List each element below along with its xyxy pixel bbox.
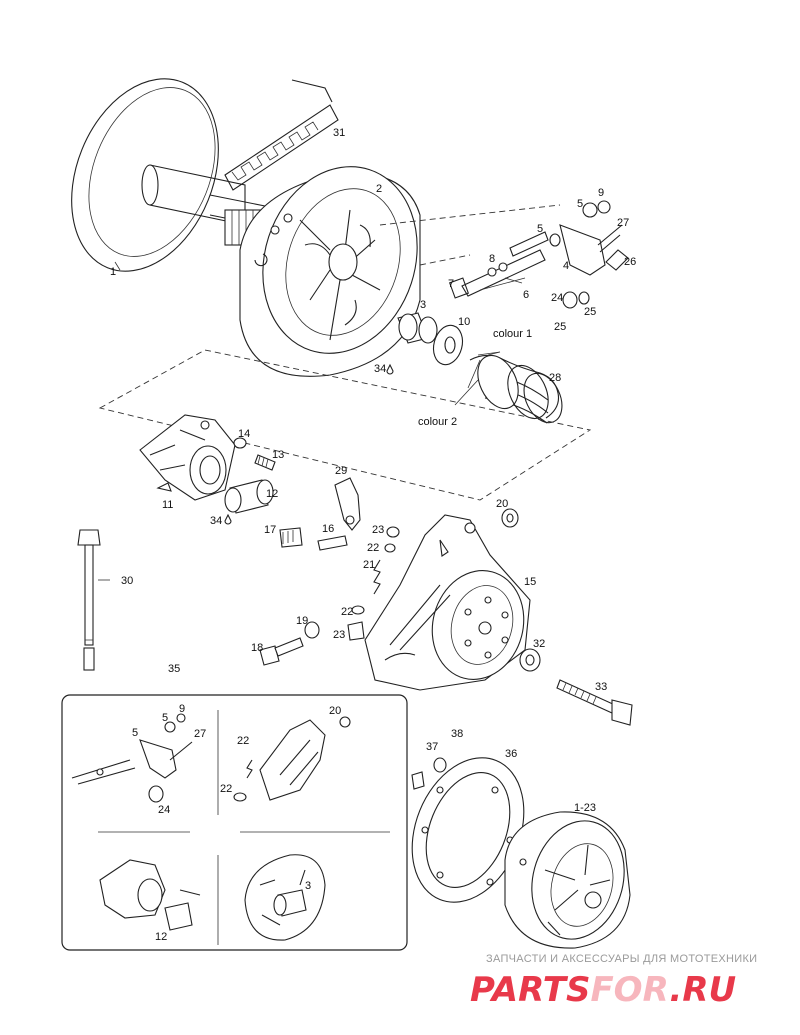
assembly-dash-top [379,204,561,266]
label-32: 32 [533,638,545,650]
inset-label-12: 12 [155,931,167,943]
inset-label-5-top: 5 [162,712,168,724]
label-37: 37 [426,741,438,753]
watermark-brand-ru: .RU [669,970,736,1010]
label-19: 19 [296,615,308,627]
inset-label-5-left: 5 [132,727,138,739]
label-1-23: 1-23 [574,802,596,814]
label-34-top: 34 [374,363,386,375]
assembly-dash-box [98,349,592,501]
label-12: 12 [266,488,278,500]
label-22-top: 22 [367,542,379,554]
lever-assembly [448,200,629,309]
part-3-bushing [397,312,438,344]
label-14: 14 [238,428,250,440]
label-30: 30 [121,575,133,587]
inset-lever [71,713,193,803]
inset-labels: 9 5 5 27 24 20 22 22 3 12 [132,703,341,943]
label-29: 29 [335,465,347,477]
part-18-19-bolt [259,621,320,666]
label-34-mid: 34 [210,515,222,527]
label-36: 36 [505,748,517,760]
part-20-washer [501,508,519,528]
label-33: 33 [595,681,607,693]
label-7: 7 [448,278,454,290]
label-38: 38 [451,728,463,740]
label-20: 20 [496,498,508,510]
label-16: 16 [322,523,334,535]
part-33-bolt [556,679,633,726]
label-2: 2 [376,183,382,195]
watermark-brand: PARTSFOR.RU [470,970,736,1010]
label-5-left: 5 [537,223,543,235]
label-23-bottom: 23 [333,629,345,641]
label-11: 11 [162,499,173,511]
inset-spider [99,859,201,931]
caption-colour-1: colour 1 [493,328,532,340]
part-32-washer [519,648,541,672]
inset-label-27: 27 [194,728,206,740]
part-10-washer [432,324,464,366]
caption-colour-2: colour 2 [418,416,457,428]
label-9: 9 [598,187,604,199]
label-23-top: 23 [372,524,384,536]
label-4: 4 [563,260,569,272]
label-18: 18 [251,642,263,654]
watermark-brand-for: FOR [590,970,669,1010]
part-labels: 1 2 31 3 10 34 28 colour 1 colour 2 7 8 … [110,127,636,814]
part-13-14-hardware [233,437,276,471]
label-3: 3 [420,299,426,311]
label-24: 24 [551,292,563,304]
inset-label-20: 20 [329,705,341,717]
part-30-bolt [77,529,110,671]
label-8: 8 [489,253,495,265]
inset-panel [61,694,408,951]
inset-label-22-top: 22 [237,735,249,747]
label-15: 15 [524,576,536,588]
label-27: 27 [617,217,629,229]
label-22-bottom: 22 [341,606,353,618]
part-34-grease [224,363,394,525]
part-36-ring [411,757,525,903]
label-5-right: 5 [577,198,583,210]
label-31: 31 [333,127,345,139]
part-21-23-hardware [347,526,400,641]
label-17: 17 [264,524,276,536]
watermark-tagline: ЗАПЧАСТИ И АКСЕССУАРЫ ДЛЯ МОТОТЕХНИКИ [486,953,757,965]
part-37-38-hardware [411,757,447,790]
assembly-1-23 [504,811,631,949]
part-28-spring [454,351,563,424]
part-12-bushing [224,479,274,514]
inset-label-22-bottom: 22 [220,783,232,795]
inset-label-24: 24 [158,804,170,816]
part-29-cam [334,477,361,531]
watermark: ЗАПЧАСТИ И АКСЕССУАРЫ ДЛЯ МОТОТЕХНИКИ PA… [470,953,757,1010]
label-1: 1 [110,266,116,278]
label-21: 21 [363,559,375,571]
watermark-brand-parts: PARTS [470,970,590,1010]
inset-cam [233,716,351,802]
label-35: 35 [168,663,180,675]
part-31-belt [224,79,339,191]
label-25-right: 25 [584,306,596,318]
part-15-cover [364,514,531,691]
part-16-17-pin [279,527,348,551]
part-11-spider [139,414,236,501]
label-10: 10 [458,316,470,328]
inset-label-3: 3 [305,880,311,892]
part-2-movable-sheave [239,166,421,377]
label-26: 26 [624,256,636,268]
label-25-left: 25 [554,321,566,333]
label-6: 6 [523,289,529,301]
label-13: 13 [272,449,284,461]
inset-sheave [244,854,326,941]
inset-label-9: 9 [179,703,185,715]
label-28: 28 [549,372,561,384]
cover-bolt-holes [464,596,509,659]
